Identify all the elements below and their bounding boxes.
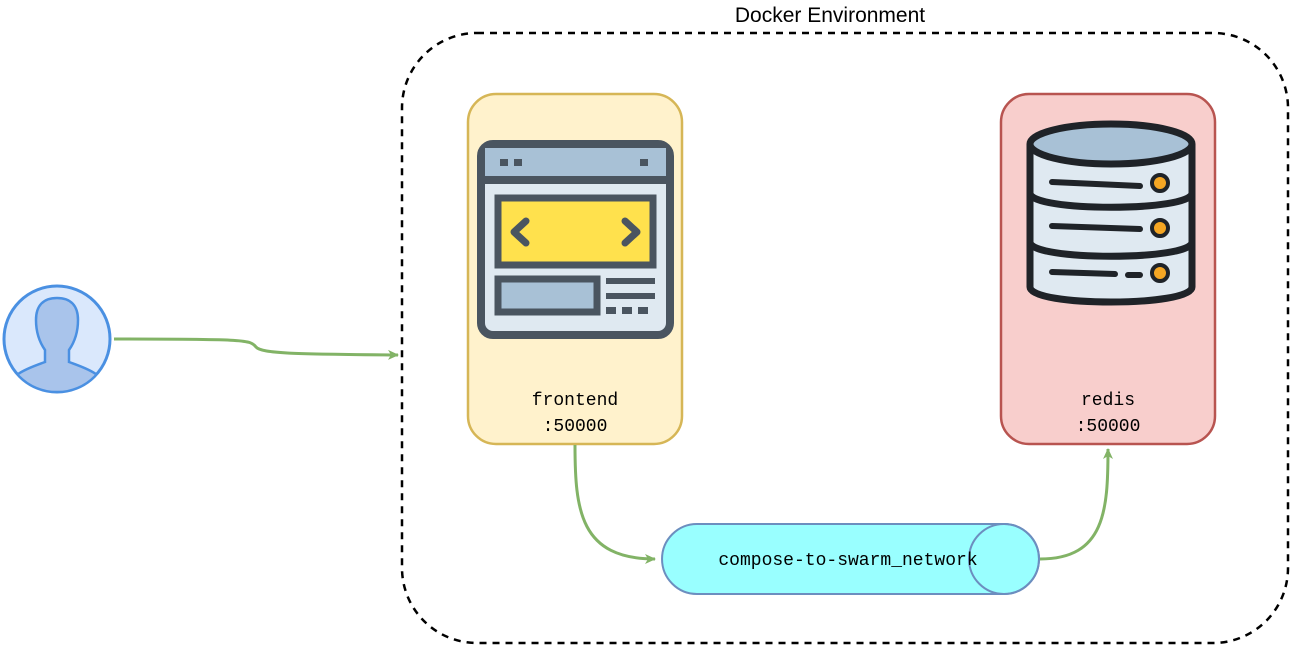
redis-service-name: redis [1081,391,1135,411]
environment-title: Docker Environment [735,4,925,27]
user-icon [2,284,112,394]
network-name: compose-to-swarm_network [718,551,977,571]
redis-service[interactable]: redis :50000 [999,92,1217,446]
frontend-service-port: :50000 [543,417,608,437]
network-to-redis-connector [1039,448,1113,561]
redis-service-port: :50000 [1076,417,1141,437]
frontend-service[interactable]: frontend :50000 [466,92,684,446]
frontend-to-network-connector [573,444,656,564]
compose-network[interactable]: compose-to-swarm_network [661,523,1040,595]
frontend-service-name: frontend [532,391,618,411]
user-to-environment-connector [113,337,399,360]
docker-environment-boundary [400,31,1290,645]
web-browser-icon [477,140,674,339]
database-server-icon [1026,120,1196,306]
